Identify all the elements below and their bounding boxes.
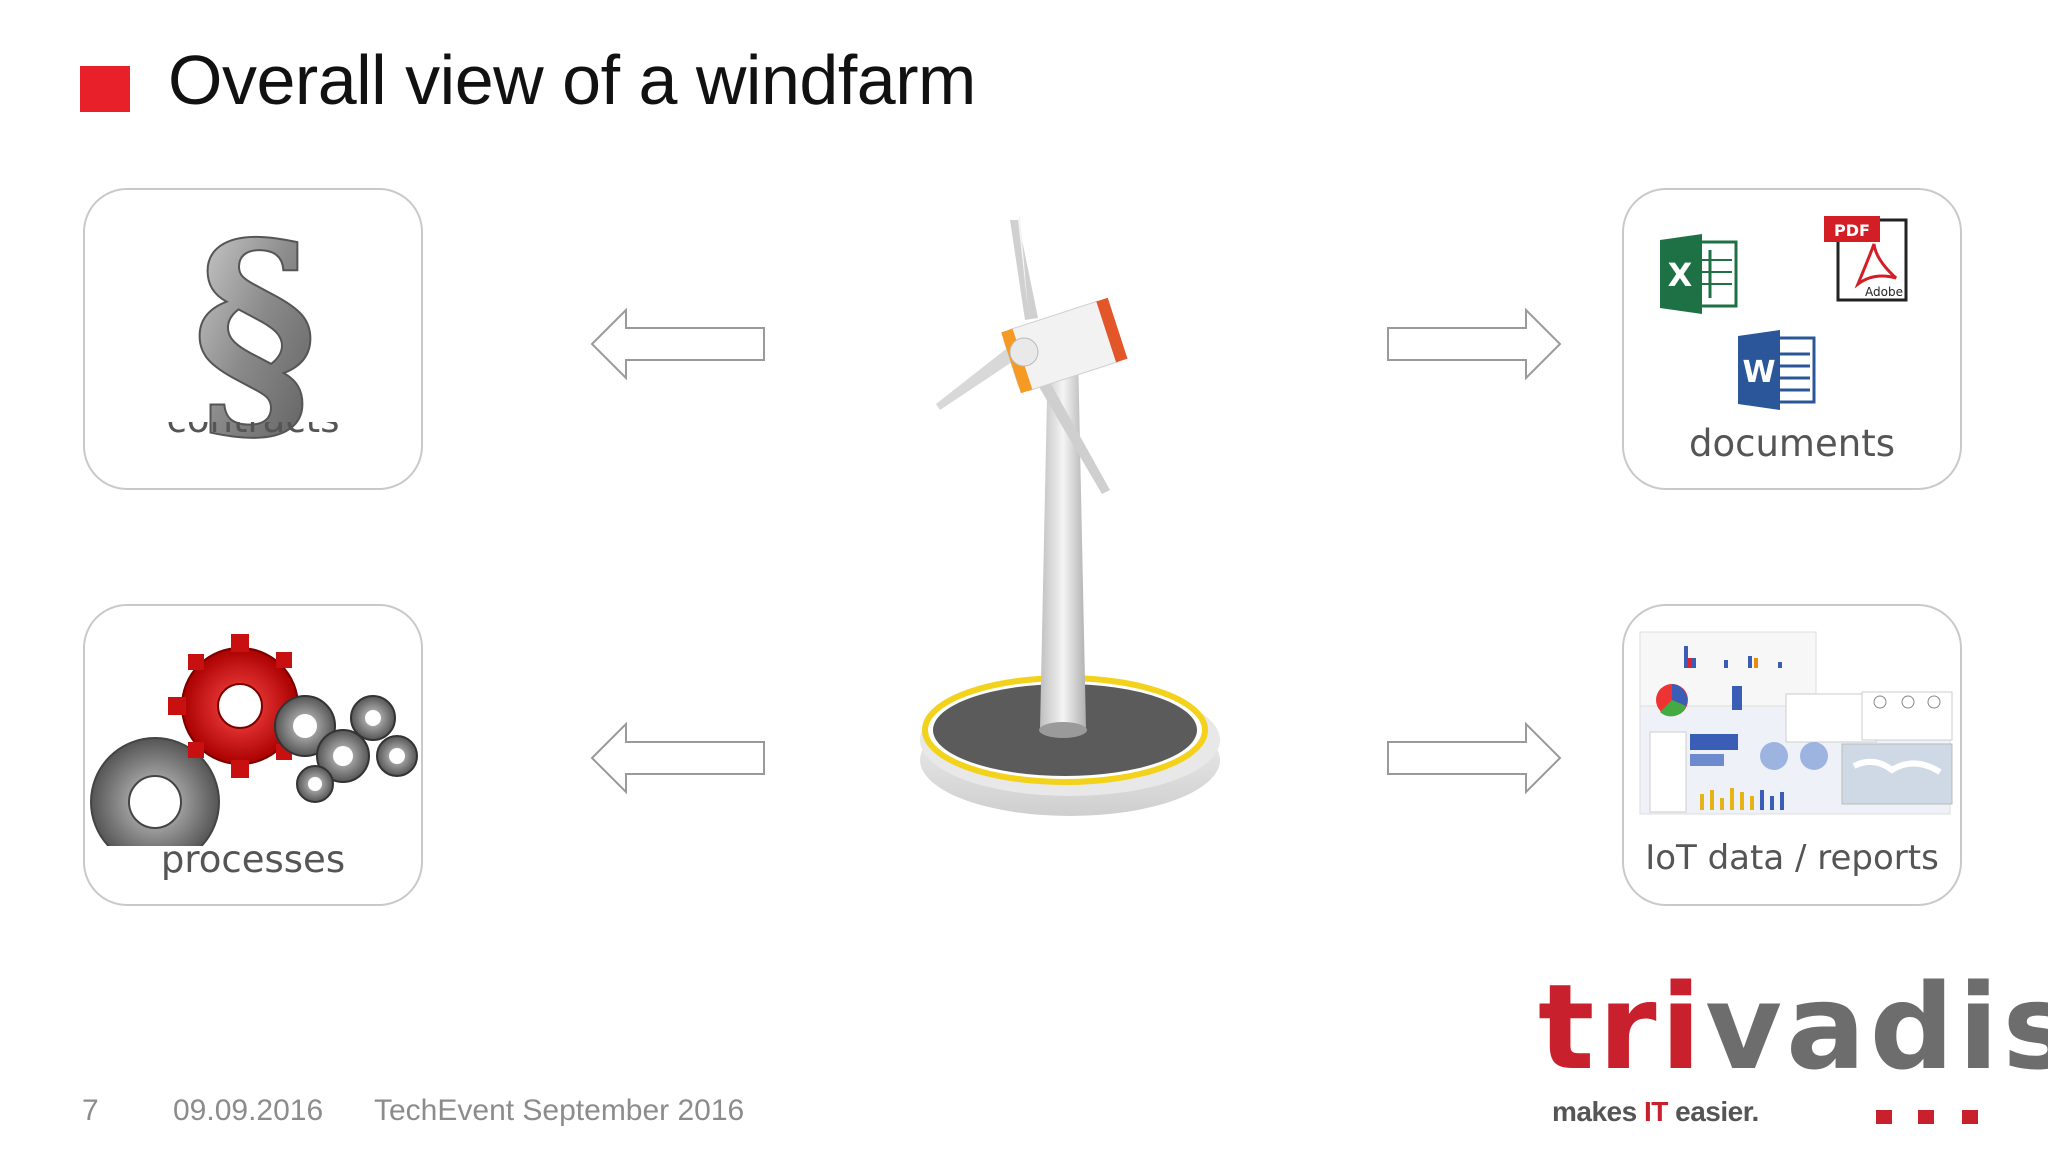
page-number: 7 — [82, 1094, 99, 1127]
dashboard-icon — [1639, 631, 1953, 815]
svg-text:W: W — [1742, 355, 1775, 390]
contracts-box[interactable]: § contracts — [83, 188, 423, 490]
svg-text:§: § — [192, 190, 318, 472]
word-icon: W — [1738, 330, 1816, 410]
logo-tagline: makes IT easier. — [1552, 1096, 1759, 1127]
left-arrow-bottom — [590, 722, 765, 794]
gears-icon — [90, 634, 418, 846]
footer-date: 09.09.2016 — [173, 1094, 324, 1127]
svg-text:Adobe: Adobe — [1865, 285, 1903, 299]
logo-dot-3 — [1962, 1110, 1978, 1124]
left-arrow-top — [590, 308, 765, 380]
contracts-label: contracts — [167, 422, 340, 441]
wind-turbine-icon — [920, 215, 1220, 816]
processes-label: processes — [160, 838, 346, 881]
right-arrow-top — [1387, 308, 1562, 380]
pdf-icon: PDF Adobe — [1824, 216, 1908, 302]
documents-label: documents — [1689, 422, 1895, 465]
processes-box[interactable]: processes — [83, 604, 423, 906]
iot-box[interactable]: IoT data / reports — [1622, 604, 1962, 906]
documents-box[interactable]: X PDF Adobe W documents — [1622, 188, 1962, 490]
iot-label: IoT data / reports — [1645, 838, 1939, 878]
paragraph-icon: § — [191, 190, 319, 473]
right-arrow-bottom — [1387, 722, 1562, 794]
trivadis-logo: trivadis — [1538, 958, 2048, 1096]
excel-icon: X — [1660, 234, 1738, 314]
logo-dot-2 — [1918, 1110, 1934, 1124]
slide-title: Overall view of a windfarm — [168, 41, 976, 119]
footer-event: TechEvent September 2016 — [374, 1094, 745, 1127]
svg-text:X: X — [1668, 256, 1693, 294]
title-square — [80, 66, 130, 112]
logo-dot-1 — [1876, 1110, 1892, 1124]
svg-text:PDF: PDF — [1834, 221, 1870, 240]
